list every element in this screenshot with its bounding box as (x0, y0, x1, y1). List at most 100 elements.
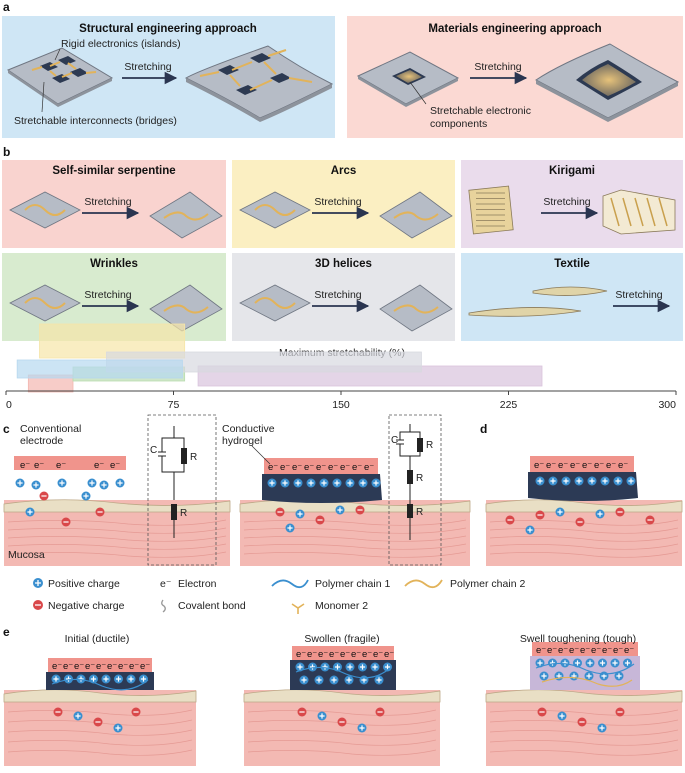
tile-arrow-label: Stretching (84, 289, 131, 301)
panel-d-label: d (480, 422, 487, 436)
electron: e⁻ (329, 649, 339, 660)
textile-fiber-stretched (532, 286, 608, 296)
tissue-d (485, 499, 683, 566)
state-swollen-label: Swollen (fragile) (304, 633, 379, 645)
polymer-chain (295, 666, 391, 679)
electron: e⁻ (351, 649, 361, 660)
hydrogel-leader (251, 445, 271, 465)
electron: e⁻ (602, 645, 612, 656)
swelling-scenes: e⁻e⁻e⁻e⁻e⁻e⁻e⁻e⁻e⁻e⁻e⁻e⁻e⁻e⁻e⁻e⁻e⁻e⁻e⁻e⁻… (3, 642, 683, 766)
legend-electron: e⁻ Electron (160, 578, 217, 590)
panel-a-label: a (3, 0, 10, 14)
electron: e⁻ (118, 661, 128, 672)
legend-negative: Negative charge (33, 600, 125, 612)
electrode-layer (292, 646, 394, 660)
tile-arrow-label: Stretching (84, 196, 131, 208)
polymer-chain (535, 662, 635, 675)
tile-title: 3D helices (315, 258, 372, 270)
hydrogel-layer (46, 672, 154, 690)
svg-text:Covalent bond: Covalent bond (178, 600, 246, 612)
tile-title: Kirigami (549, 165, 595, 177)
mucosa-label: Mucosa (8, 549, 45, 561)
electron: e⁻ (594, 460, 604, 471)
structural-stretch-arrow: Stretching (122, 61, 178, 85)
tile-arrow-label: Stretching (314, 196, 361, 208)
electron: e⁻ (96, 661, 106, 672)
conventional-label-1: Conventional (20, 423, 81, 435)
svg-text:Stretching: Stretching (124, 61, 171, 73)
electron: e⁻ (570, 460, 580, 471)
materials-sheet-stretched (535, 43, 680, 122)
hydrogel-label-2: hydrogel (222, 435, 262, 447)
svg-text:Monomer 2: Monomer 2 (315, 600, 368, 612)
panel-c-label: c (3, 422, 10, 436)
svg-text:R: R (416, 507, 423, 518)
electron: e⁻ (63, 661, 73, 672)
electron: e⁻ (534, 460, 544, 471)
scene-swollen (243, 689, 441, 766)
electron: e⁻ (34, 460, 44, 471)
electron: e⁻ (558, 460, 568, 471)
electrode-layer (532, 642, 638, 656)
tissue-conventional (3, 499, 231, 566)
electron: e⁻ (296, 649, 306, 660)
tile-title: Arcs (331, 165, 357, 177)
tile-arrow-label: Stretching (615, 289, 662, 301)
electron: e⁻ (340, 649, 350, 660)
panel-e-label: e (3, 625, 10, 639)
electron: e⁻ (546, 460, 556, 471)
legend: Positive charge Negative charge e⁻ Elect… (33, 578, 525, 614)
legend-polymer1: Polymer chain 1 (271, 578, 390, 590)
electron: e⁻ (328, 462, 338, 473)
circuit-hydrogel: C R R R (388, 414, 442, 566)
circuit-conventional: C R R (147, 414, 217, 566)
d-hydrogel (528, 472, 638, 501)
electron: e⁻ (547, 645, 557, 656)
d-electrode-layer (530, 456, 634, 472)
electron: e⁻ (107, 661, 117, 672)
tile-title: Wrinkles (90, 258, 138, 270)
electron: e⁻ (307, 649, 317, 660)
legend-polymer2: Polymer chain 2 (404, 578, 525, 590)
electron: e⁻ (558, 645, 568, 656)
state-initial-label: Initial (ductile) (65, 633, 130, 645)
electron: e⁻ (606, 460, 616, 471)
components-leader (409, 81, 427, 105)
svg-text:C: C (150, 445, 157, 456)
legend-covalent: Covalent bond (161, 599, 246, 613)
islands-leader (54, 48, 61, 61)
svg-text:Electron: Electron (178, 578, 217, 590)
svg-text:R: R (190, 452, 197, 463)
stretch-bar (16, 359, 183, 379)
legend-positive: Positive charge (33, 578, 120, 590)
svg-text:Polymer chain 1: Polymer chain 1 (315, 578, 390, 590)
electron: e⁻ (618, 460, 628, 471)
electron: e⁻ (129, 661, 139, 672)
materials-stretch-arrow: Stretching (470, 61, 528, 85)
electron: e⁻ (292, 462, 302, 473)
electron: e⁻ (74, 661, 84, 672)
scene-initial (3, 689, 197, 766)
electron: e⁻ (304, 462, 314, 473)
electron: e⁻ (364, 462, 374, 473)
axis-tick-label: 150 (332, 399, 350, 411)
bridges-leader (41, 81, 45, 113)
electron: e⁻ (373, 649, 383, 660)
electron: e⁻ (56, 460, 66, 471)
electron: e⁻ (52, 661, 62, 672)
bridges-label: Stretchable interconnects (bridges) (14, 115, 177, 127)
svg-text:R: R (416, 473, 423, 484)
electron: e⁻ (384, 649, 394, 660)
axis-tick-label: 225 (500, 399, 518, 411)
electron: e⁻ (362, 649, 372, 660)
legend-monomer2: Monomer 2 (291, 600, 368, 614)
electron: e⁻ (613, 645, 623, 656)
structural-sheet-stretched (184, 45, 334, 122)
hydrogel-electrode-layer (264, 458, 378, 474)
svg-text:Negative charge: Negative charge (48, 600, 125, 612)
